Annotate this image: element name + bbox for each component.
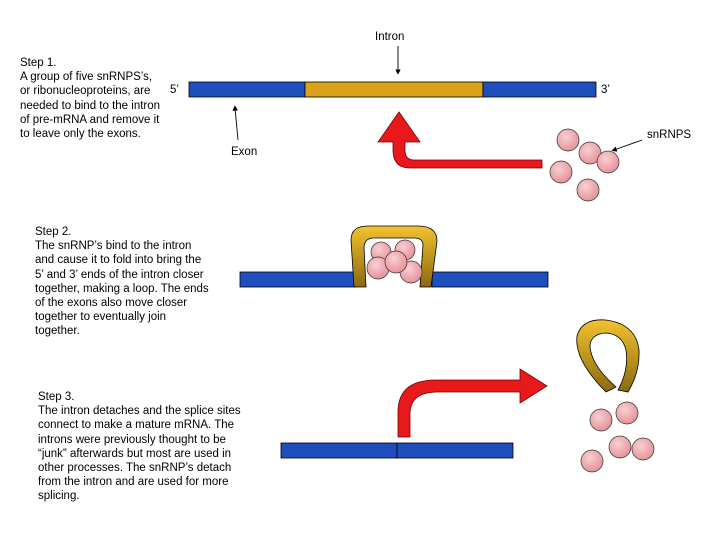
- snrnp-ball: [576, 178, 600, 202]
- step-3-description: The intron detaches and the splice sites…: [38, 405, 241, 503]
- snrnp-ball: [615, 401, 639, 425]
- snrnp-ball: [608, 435, 632, 459]
- exon-left: [188, 81, 306, 98]
- step-1-strand: [188, 81, 597, 98]
- step-2-strand: [239, 225, 549, 288]
- three-prime-label: 3’: [601, 84, 610, 96]
- intron-label: Intron: [375, 31, 404, 43]
- exon-right: [396, 442, 514, 459]
- snrnp-ball: [580, 449, 604, 473]
- snrnps-label: snRNPS: [647, 129, 691, 141]
- step-1-title: Step 1.: [20, 57, 57, 69]
- step-3-title: Step 3.: [38, 391, 75, 403]
- step-2-text: Step 2. The snRNP’s bind to the intron a…: [35, 225, 235, 339]
- intron-segment: [304, 81, 484, 98]
- released-intron: [576, 319, 640, 393]
- snrnp-ball: [596, 150, 620, 174]
- snrnp-ball: [384, 250, 408, 274]
- exon-right: [431, 271, 549, 288]
- step-2-description: The snRNP’s bind to the intron and cause…: [35, 240, 209, 338]
- exon-left: [280, 442, 398, 459]
- snrnp-ball: [578, 141, 602, 165]
- release-arrow: [397, 368, 548, 438]
- step-1-description: A group of five snRNPS’s, or ribonucleop…: [20, 71, 161, 141]
- exon-left: [239, 271, 357, 288]
- exon-label: Exon: [231, 146, 257, 158]
- snrnp-cluster-free: [549, 128, 620, 202]
- exon-pointer: [232, 105, 239, 141]
- snrnp-ball: [589, 408, 613, 432]
- snrnp-ball: [556, 128, 580, 152]
- exon-right: [482, 81, 597, 98]
- step-2-title: Step 2.: [35, 226, 72, 238]
- five-prime-label: 5’: [170, 84, 179, 96]
- intron-loop: [350, 225, 438, 288]
- snrnps-pointer: [611, 139, 643, 152]
- step-1-text: Step 1. A group of five snRNPS’s, or rib…: [20, 56, 180, 141]
- bind-arrow: [377, 111, 543, 169]
- step-3-text: Step 3. The intron detaches and the spli…: [38, 390, 278, 504]
- mature-mrna: [280, 442, 514, 459]
- snrnp-ball: [549, 160, 573, 184]
- snrnp-cluster-released: [580, 401, 655, 473]
- snrnp-ball: [631, 437, 655, 461]
